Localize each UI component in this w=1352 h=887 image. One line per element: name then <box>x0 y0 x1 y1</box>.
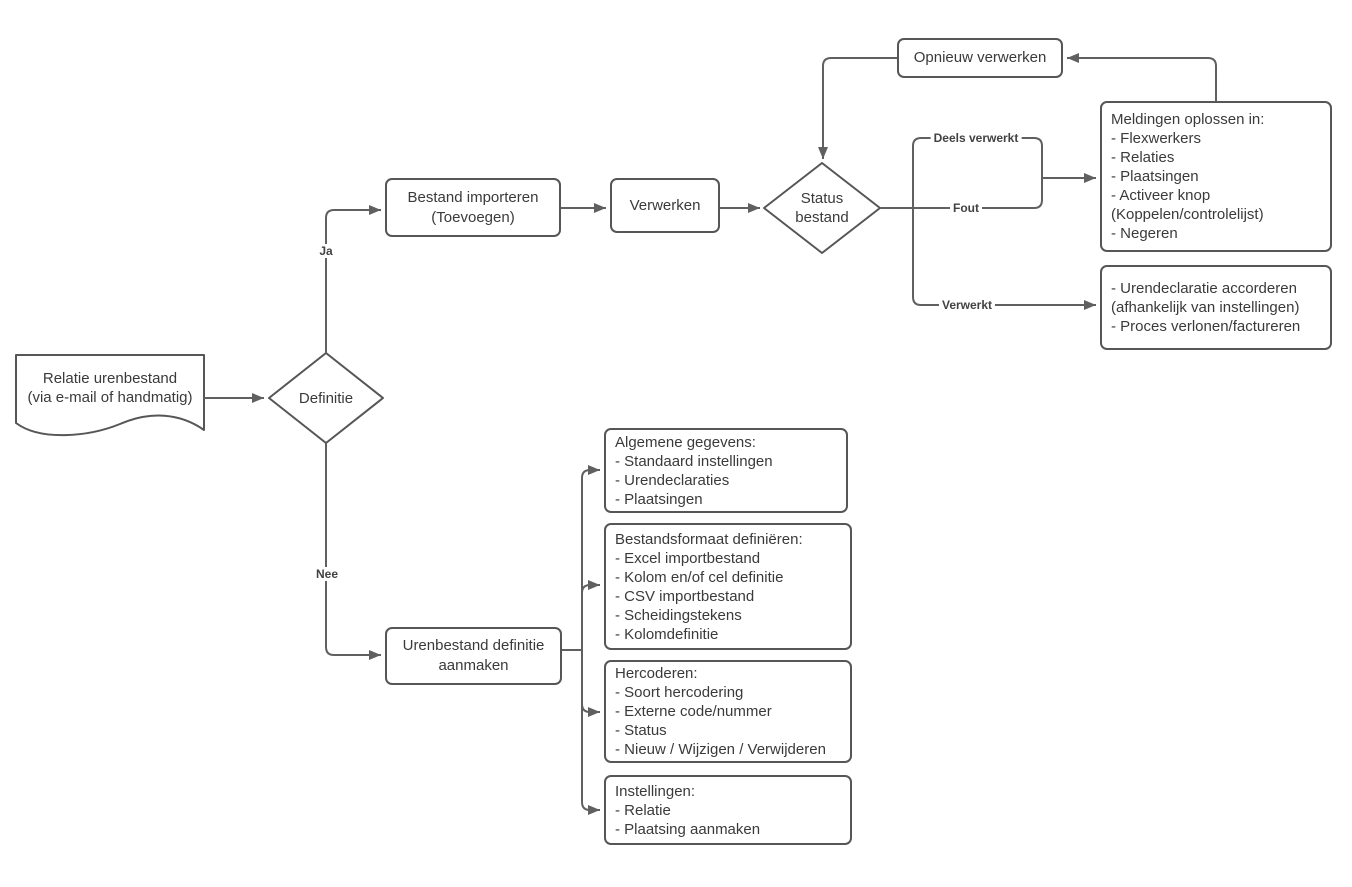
node-line: (Toevoegen) <box>431 208 515 226</box>
node-line: - Externe code/nummer <box>615 703 772 720</box>
edge-label-deels-verwerkt: Deels verwerkt <box>930 131 1022 145</box>
edge-label-ja: Ja <box>316 244 336 258</box>
node-line: - Soort hercodering <box>615 684 744 701</box>
edge-label-nee: Nee <box>312 567 342 581</box>
node-line: Bestandsformaat definiëren: <box>615 530 803 548</box>
node-line: - Plaatsingen <box>1111 168 1199 185</box>
edge-branch-hercoderen <box>581 650 600 717</box>
node-line: - Excel importbestand <box>615 549 761 567</box>
node-line: Opnieuw verwerken <box>913 49 1047 66</box>
definitie-diamond-shape <box>268 352 384 444</box>
node-line: - Standaard instellingen <box>615 452 773 470</box>
edge-verwerkt-to-urendeclaratie <box>912 208 1096 310</box>
node-line: Algemene gegevens: <box>615 433 756 451</box>
node-algemene-gegevens: Algemene gegevens: - Standaard instellin… <box>604 428 848 513</box>
node-line: - Plaatsingen <box>615 490 703 508</box>
edge-branch-algemene <box>581 465 600 650</box>
edge-label-verwerkt: Verwerkt <box>938 298 996 312</box>
node-bestandsformaat: Bestandsformaat definiëren: - Excel impo… <box>604 523 852 650</box>
edge-branch-instellingen <box>581 650 600 815</box>
node-line: - Negeren <box>1111 225 1178 242</box>
document-shape <box>15 354 205 437</box>
node-meldingen-oplossen: Meldingen oplossen in: - Flexwerkers - R… <box>1100 101 1332 252</box>
edge-deels-verwerkt-loop <box>912 137 1043 208</box>
node-line: - Kolom en/of cel definitie <box>615 568 784 586</box>
node-line: - Status <box>615 722 667 739</box>
node-line: - Urendeclaraties <box>615 471 730 489</box>
node-line: - Nieuw / Wijzigen / Verwijderen <box>615 741 826 758</box>
edge-label-fout: Fout <box>950 201 982 215</box>
node-line: Hercoderen: <box>615 665 698 682</box>
node-line: (afhankelijk van instellingen) <box>1111 299 1300 316</box>
node-line: (Koppelen/controlelijst) <box>1111 206 1264 223</box>
node-line: Bestand importeren <box>407 188 539 206</box>
node-line: - Plaatsing aanmaken <box>615 820 761 838</box>
node-line: Meldingen oplossen in: <box>1111 111 1265 128</box>
edge-fout-to-meldingen <box>880 173 1096 209</box>
node-bestand-importeren: Bestand importeren (Toevoegen) <box>385 178 561 237</box>
node-line: - Kolomdefinitie <box>615 625 719 643</box>
node-line: - Relaties <box>1111 149 1175 166</box>
node-line: - Flexwerkers <box>1111 130 1202 147</box>
node-line: Verwerken <box>629 196 701 214</box>
node-line: - Relatie <box>615 801 671 819</box>
node-line: - Urendeclaratie accorderen <box>1111 280 1297 297</box>
node-line: - Proces verlonen/factureren <box>1111 318 1301 335</box>
node-line: - Scheidingstekens <box>615 606 742 624</box>
edge-ja-to-importeren <box>325 205 381 353</box>
status-diamond-shape <box>763 162 881 254</box>
node-urenbestand-definitie: Urenbestand definitie aanmaken <box>385 627 562 685</box>
node-hercoderen: Hercoderen: - Soort hercodering - Extern… <box>604 660 852 763</box>
node-instellingen: Instellingen: - Relatie - Plaatsing aanm… <box>604 775 852 845</box>
node-verwerken: Verwerken <box>610 178 720 233</box>
node-line: Instellingen: <box>615 782 696 800</box>
edge-nee-to-urenbestand-definitie <box>325 443 381 660</box>
node-line: - Activeer knop <box>1111 187 1211 204</box>
edge-meldingen-to-opnieuw <box>1067 53 1217 101</box>
node-opnieuw-verwerken: Opnieuw verwerken <box>897 38 1063 78</box>
node-line: aanmaken <box>438 657 509 674</box>
edge-branch-bestandsformaat <box>581 580 600 650</box>
node-urendeclaratie-accorderen: - Urendeclaratie accorderen (afhankelijk… <box>1100 265 1332 350</box>
edge-opnieuw-to-status <box>818 57 897 159</box>
node-line: - CSV importbestand <box>615 587 755 605</box>
node-line: Urenbestand definitie <box>402 637 545 654</box>
